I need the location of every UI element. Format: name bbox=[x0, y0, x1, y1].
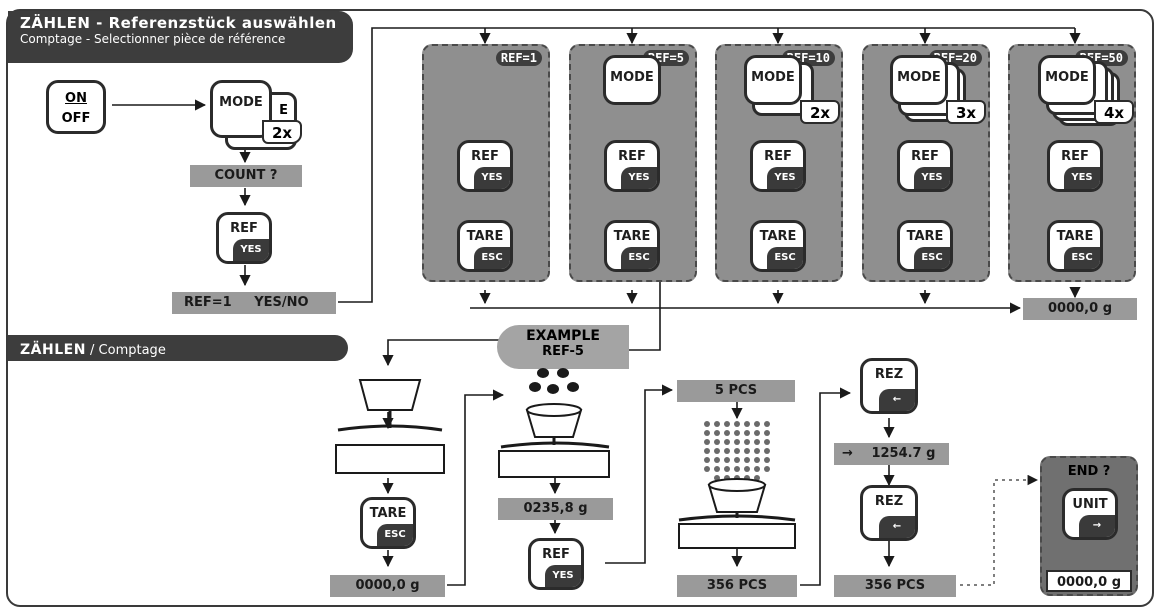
display-weight-zero: 0000,0 g bbox=[330, 575, 445, 597]
display-count: COUNT ? bbox=[190, 165, 302, 187]
yes-label: YES bbox=[1064, 167, 1100, 189]
ref-label: REF bbox=[911, 149, 939, 164]
section-header-reference: ZÄHLEN - Referenzstück auswählen Comptag… bbox=[8, 11, 353, 63]
ref-prompt-left: REF=1 bbox=[184, 295, 232, 310]
tare-label: TARE bbox=[759, 229, 797, 244]
yes-label: YES bbox=[474, 167, 510, 189]
display-weight-ref: 0235,8 g bbox=[498, 498, 613, 520]
esc-label: ESC bbox=[914, 247, 950, 269]
display-pcs-count: 356 PCS bbox=[834, 575, 956, 597]
multiplier-4x: 4x bbox=[1094, 100, 1134, 124]
scale-with-bowl bbox=[335, 379, 445, 474]
display-pcs-count: 356 PCS bbox=[677, 575, 797, 597]
example-line2: REF-5 bbox=[542, 344, 584, 359]
ref-label: REF bbox=[542, 547, 570, 562]
ref-yes-key[interactable]: REF YES bbox=[750, 140, 806, 192]
tare-esc-key[interactable]: TARE ESC bbox=[360, 497, 416, 549]
return-arrow-icon: ← bbox=[879, 516, 915, 538]
multiplier-2x: 2x bbox=[262, 120, 302, 144]
end-label: END ? bbox=[1067, 464, 1111, 479]
multiplier-2x: 2x bbox=[800, 100, 840, 124]
rez-key[interactable]: REZ ← bbox=[860, 485, 918, 541]
mode-partial-label: E bbox=[279, 103, 288, 118]
tare-label: TARE bbox=[1056, 229, 1094, 244]
weight-total-value: 1254.7 g bbox=[871, 446, 936, 461]
mode-label: MODE bbox=[751, 70, 795, 85]
yes-label: YES bbox=[914, 167, 950, 189]
yes-label: YES bbox=[545, 565, 581, 587]
ref-yes-key[interactable]: REF YES bbox=[1047, 140, 1103, 192]
esc-label: ESC bbox=[377, 524, 413, 546]
mode-key[interactable]: MODE bbox=[744, 55, 802, 105]
arrow-right-icon: → bbox=[842, 446, 853, 461]
ref-label: REF bbox=[230, 221, 258, 236]
yes-label: YES bbox=[233, 239, 269, 261]
section-title: ZÄHLEN bbox=[20, 342, 86, 358]
esc-label: ESC bbox=[474, 247, 510, 269]
tare-esc-key[interactable]: TARE ESC bbox=[897, 220, 953, 272]
section-header-counting: ZÄHLEN / Comptage bbox=[8, 335, 348, 361]
tare-esc-key[interactable]: TARE ESC bbox=[457, 220, 513, 272]
tare-label: TARE bbox=[466, 229, 504, 244]
rez-label: REZ bbox=[874, 494, 904, 509]
multiplier-3x: 3x bbox=[946, 100, 986, 124]
ref-yes-key[interactable]: REF YES bbox=[528, 538, 584, 590]
on-label: ON bbox=[65, 91, 87, 106]
tare-esc-key[interactable]: TARE ESC bbox=[750, 220, 806, 272]
esc-label: ESC bbox=[621, 247, 657, 269]
display-weight-zero-end: 0000,0 g bbox=[1046, 570, 1132, 592]
ref-yes-key[interactable]: REF YES bbox=[604, 140, 660, 192]
display-pcs-ref: 5 PCS bbox=[677, 380, 795, 402]
ref-label: REF bbox=[764, 149, 792, 164]
ref-label: REF bbox=[471, 149, 499, 164]
on-off-key[interactable]: ON OFF bbox=[46, 80, 106, 134]
unit-label: UNIT bbox=[1072, 497, 1108, 512]
section-subtitle: Comptage - Selectionner pièce de référen… bbox=[20, 32, 286, 46]
arrow-right-icon: → bbox=[1079, 515, 1115, 537]
tare-label: TARE bbox=[613, 229, 651, 244]
section-title: ZÄHLEN - Referenzstück auswählen bbox=[20, 14, 337, 32]
yes-label: YES bbox=[621, 167, 657, 189]
off-label: OFF bbox=[61, 111, 91, 126]
mode-label: MODE bbox=[610, 70, 654, 85]
rez-label: REZ bbox=[874, 367, 904, 382]
tare-esc-key[interactable]: TARE ESC bbox=[1047, 220, 1103, 272]
ref-label: REF bbox=[618, 149, 646, 164]
return-arrow-icon: ← bbox=[879, 389, 915, 411]
esc-label: ESC bbox=[1064, 247, 1100, 269]
rez-key[interactable]: REZ ← bbox=[860, 358, 918, 414]
mode-label: MODE bbox=[219, 95, 263, 110]
scale-with-many-pieces bbox=[678, 421, 796, 549]
ref-label: REF bbox=[1061, 149, 1089, 164]
example-callout: EXAMPLE REF-5 bbox=[497, 325, 629, 369]
ref-prompt-right: YES/NO bbox=[254, 295, 309, 310]
outer-frame bbox=[6, 9, 1154, 607]
ref-yes-key[interactable]: REF YES bbox=[457, 140, 513, 192]
section-subtitle: / Comptage bbox=[85, 343, 166, 358]
display-weight-zero: 0000,0 g bbox=[1023, 298, 1137, 320]
scale-with-pieces bbox=[498, 368, 610, 478]
yes-label: YES bbox=[767, 167, 803, 189]
mode-label: MODE bbox=[1045, 70, 1089, 85]
mode-label: MODE bbox=[897, 70, 941, 85]
panel-ref-label: REF=1 bbox=[495, 50, 542, 66]
esc-label: ESC bbox=[767, 247, 803, 269]
mode-key[interactable]: MODE bbox=[890, 55, 948, 105]
display-ref-prompt: REF=1 YES/NO bbox=[172, 292, 336, 314]
ref-yes-key[interactable]: REF YES bbox=[897, 140, 953, 192]
ref-yes-key[interactable]: REF YES bbox=[216, 212, 272, 264]
tare-label: TARE bbox=[369, 506, 407, 521]
mode-key[interactable]: MODE bbox=[603, 55, 661, 105]
mode-key[interactable]: MODE bbox=[1038, 55, 1096, 105]
tare-esc-key[interactable]: TARE ESC bbox=[604, 220, 660, 272]
unit-key[interactable]: UNIT → bbox=[1062, 488, 1118, 540]
tare-label: TARE bbox=[906, 229, 944, 244]
mode-key[interactable]: MODE bbox=[210, 80, 272, 138]
display-weight-total: → 1254.7 g bbox=[834, 443, 949, 465]
example-line1: EXAMPLE bbox=[526, 328, 600, 344]
